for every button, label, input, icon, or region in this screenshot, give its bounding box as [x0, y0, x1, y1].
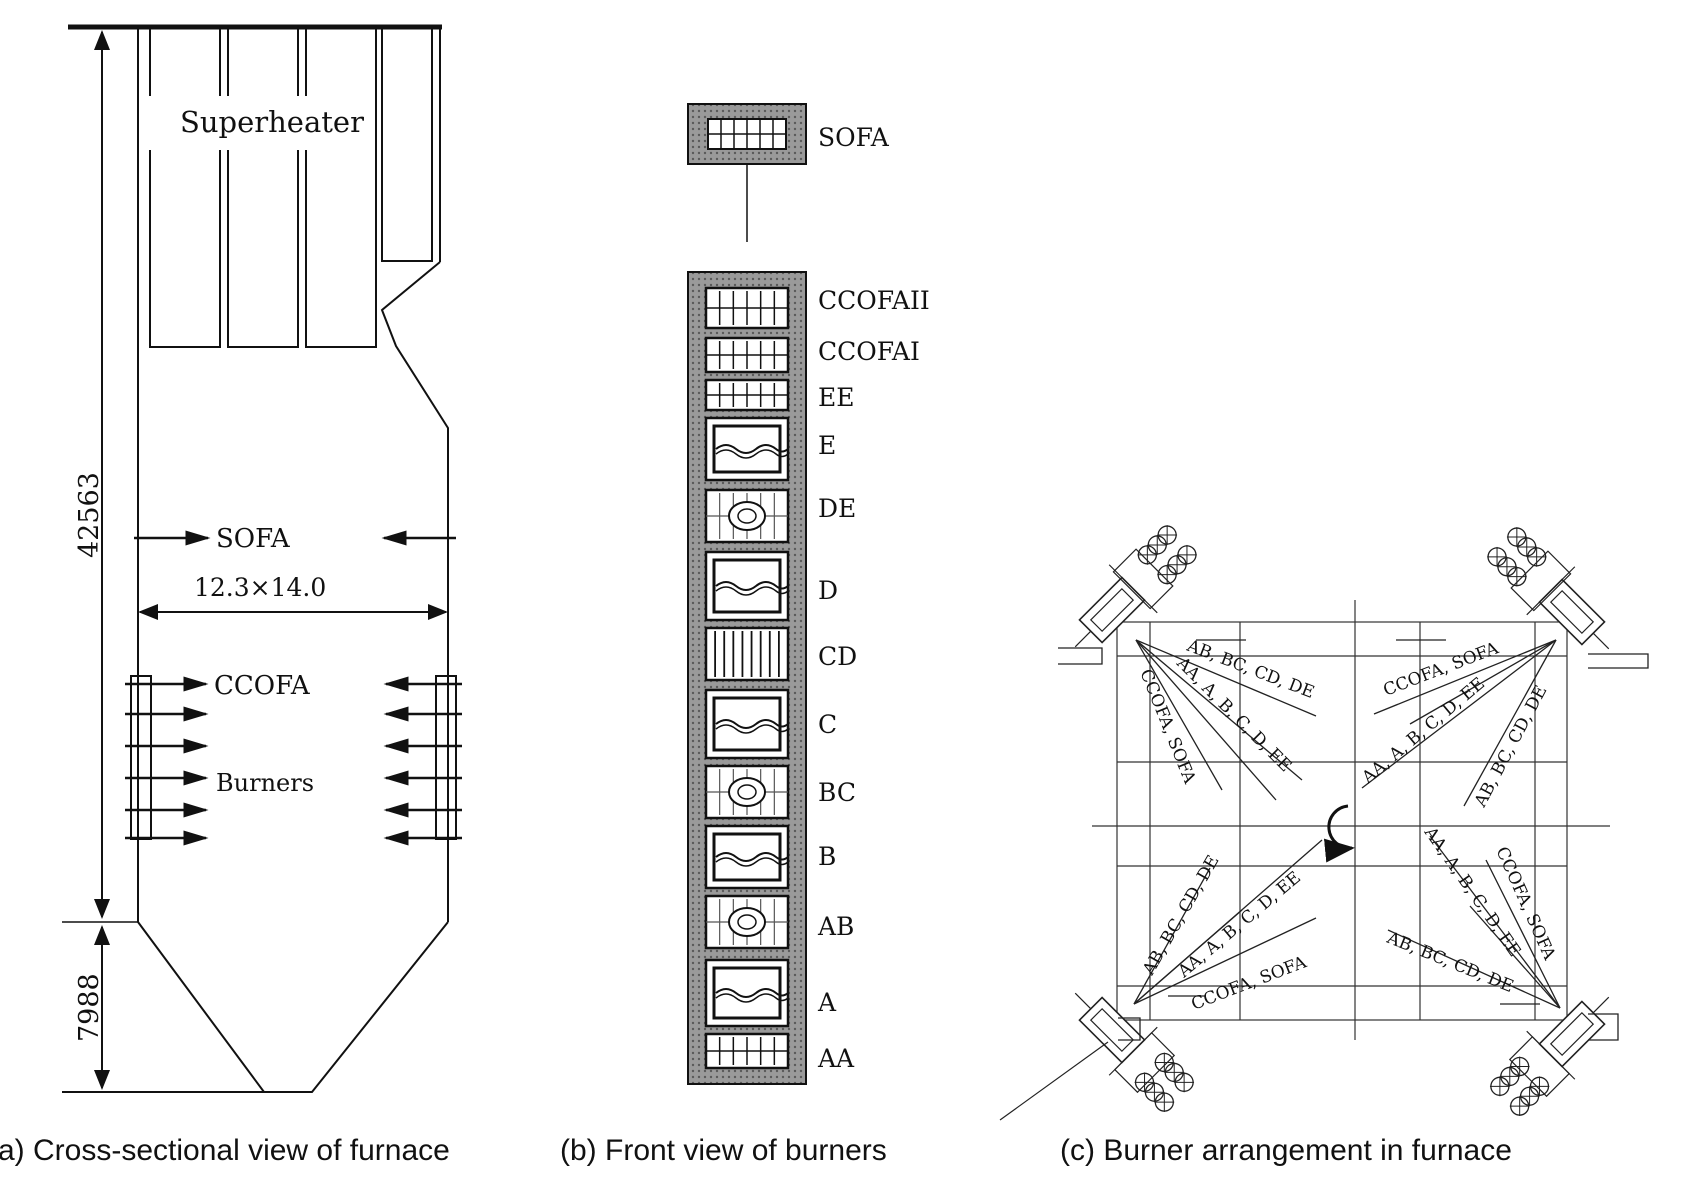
left-burner-arrows: [125, 676, 209, 846]
sofa-label-a: SOFA: [216, 524, 291, 554]
burner-level-label: CCOFAI: [818, 337, 920, 366]
jet-line: [1133, 917, 1317, 1005]
burner-level-label: AA: [817, 1044, 855, 1073]
burner-level-label: A: [817, 988, 837, 1017]
caption-a: (a) Cross-sectional view of furnace: [0, 1134, 450, 1167]
jet-line: [1135, 639, 1223, 791]
superheater-label: Superheater: [180, 105, 364, 139]
sofa-box-label: SOFA: [818, 123, 890, 152]
caption-c: (c) Burner arrangement in furnace: [1060, 1134, 1512, 1167]
mount-bracket: [1588, 653, 1649, 669]
mount-bracket: [1058, 647, 1103, 665]
jet-line: [1429, 835, 1561, 1009]
burner-level-label: EE: [818, 383, 855, 412]
jet-line: [1133, 909, 1243, 1005]
jet-line: [1135, 639, 1277, 801]
jet-line: [1135, 639, 1317, 717]
burner-cell: [704, 824, 790, 890]
burner-level-label: B: [818, 842, 836, 871]
burner-cell: [704, 958, 790, 1028]
burner-level-label: DE: [818, 494, 856, 523]
jet-line: [1135, 639, 1303, 781]
burner-assembly-br: [1489, 996, 1610, 1117]
burner-cell: [704, 416, 790, 482]
section-dimension: 12.3×14.0: [194, 573, 326, 602]
burner-level-label: D: [818, 576, 838, 605]
jet-line: [1373, 639, 1557, 715]
jet-line: [1361, 639, 1557, 789]
dimension-hopper-height: 7988: [74, 973, 105, 1042]
right-burner-arrows: [383, 676, 462, 846]
burner-cell: [704, 550, 790, 622]
jet-line: [1387, 929, 1561, 1009]
burner-cell: [704, 688, 790, 760]
burner-assembly-tl: [1074, 525, 1197, 648]
panel-c-burner-arrangement: AB, BC, CD, DE AA, A, B, C, D, EE CCOFA,…: [999, 525, 1649, 1121]
burner-assembly-tr: [1487, 527, 1610, 650]
burner-level-label: CD: [818, 642, 857, 671]
burner-assembly-bl: [1074, 992, 1195, 1113]
label-tr-2: AA, A, B, C, D, EE: [1358, 674, 1489, 789]
label-br-1: AA, A, B, C, D, EE: [1419, 823, 1524, 961]
burner-level-label: E: [818, 431, 836, 460]
ccofa-label-a: CCOFA: [214, 671, 311, 701]
mount-bracket: [1118, 1017, 1141, 1041]
jet-line: [1463, 639, 1557, 807]
caption-b: (b) Front view of burners: [560, 1134, 887, 1167]
burner-level-label: BC: [818, 778, 856, 807]
burner-level-label: AB: [817, 912, 854, 941]
burner-level-label: CCOFAII: [818, 286, 930, 315]
burners-label: Burners: [216, 769, 314, 797]
dimension-total-height: 42563: [74, 472, 105, 558]
jet-line: [1409, 639, 1557, 725]
label-tr-3: AB, BC, CD, DE: [1470, 682, 1551, 811]
jet-line: [1485, 859, 1561, 1009]
burner-level-label: C: [818, 710, 837, 739]
jet-line: [1469, 905, 1561, 1009]
burner-cell: [704, 626, 790, 682]
panel-a-furnace: Superheater 42563 7988 SOFA 12.3×14.0 CC…: [62, 24, 462, 1093]
mount-bracket: [1588, 1013, 1619, 1041]
jet-line: [1133, 867, 1211, 1005]
